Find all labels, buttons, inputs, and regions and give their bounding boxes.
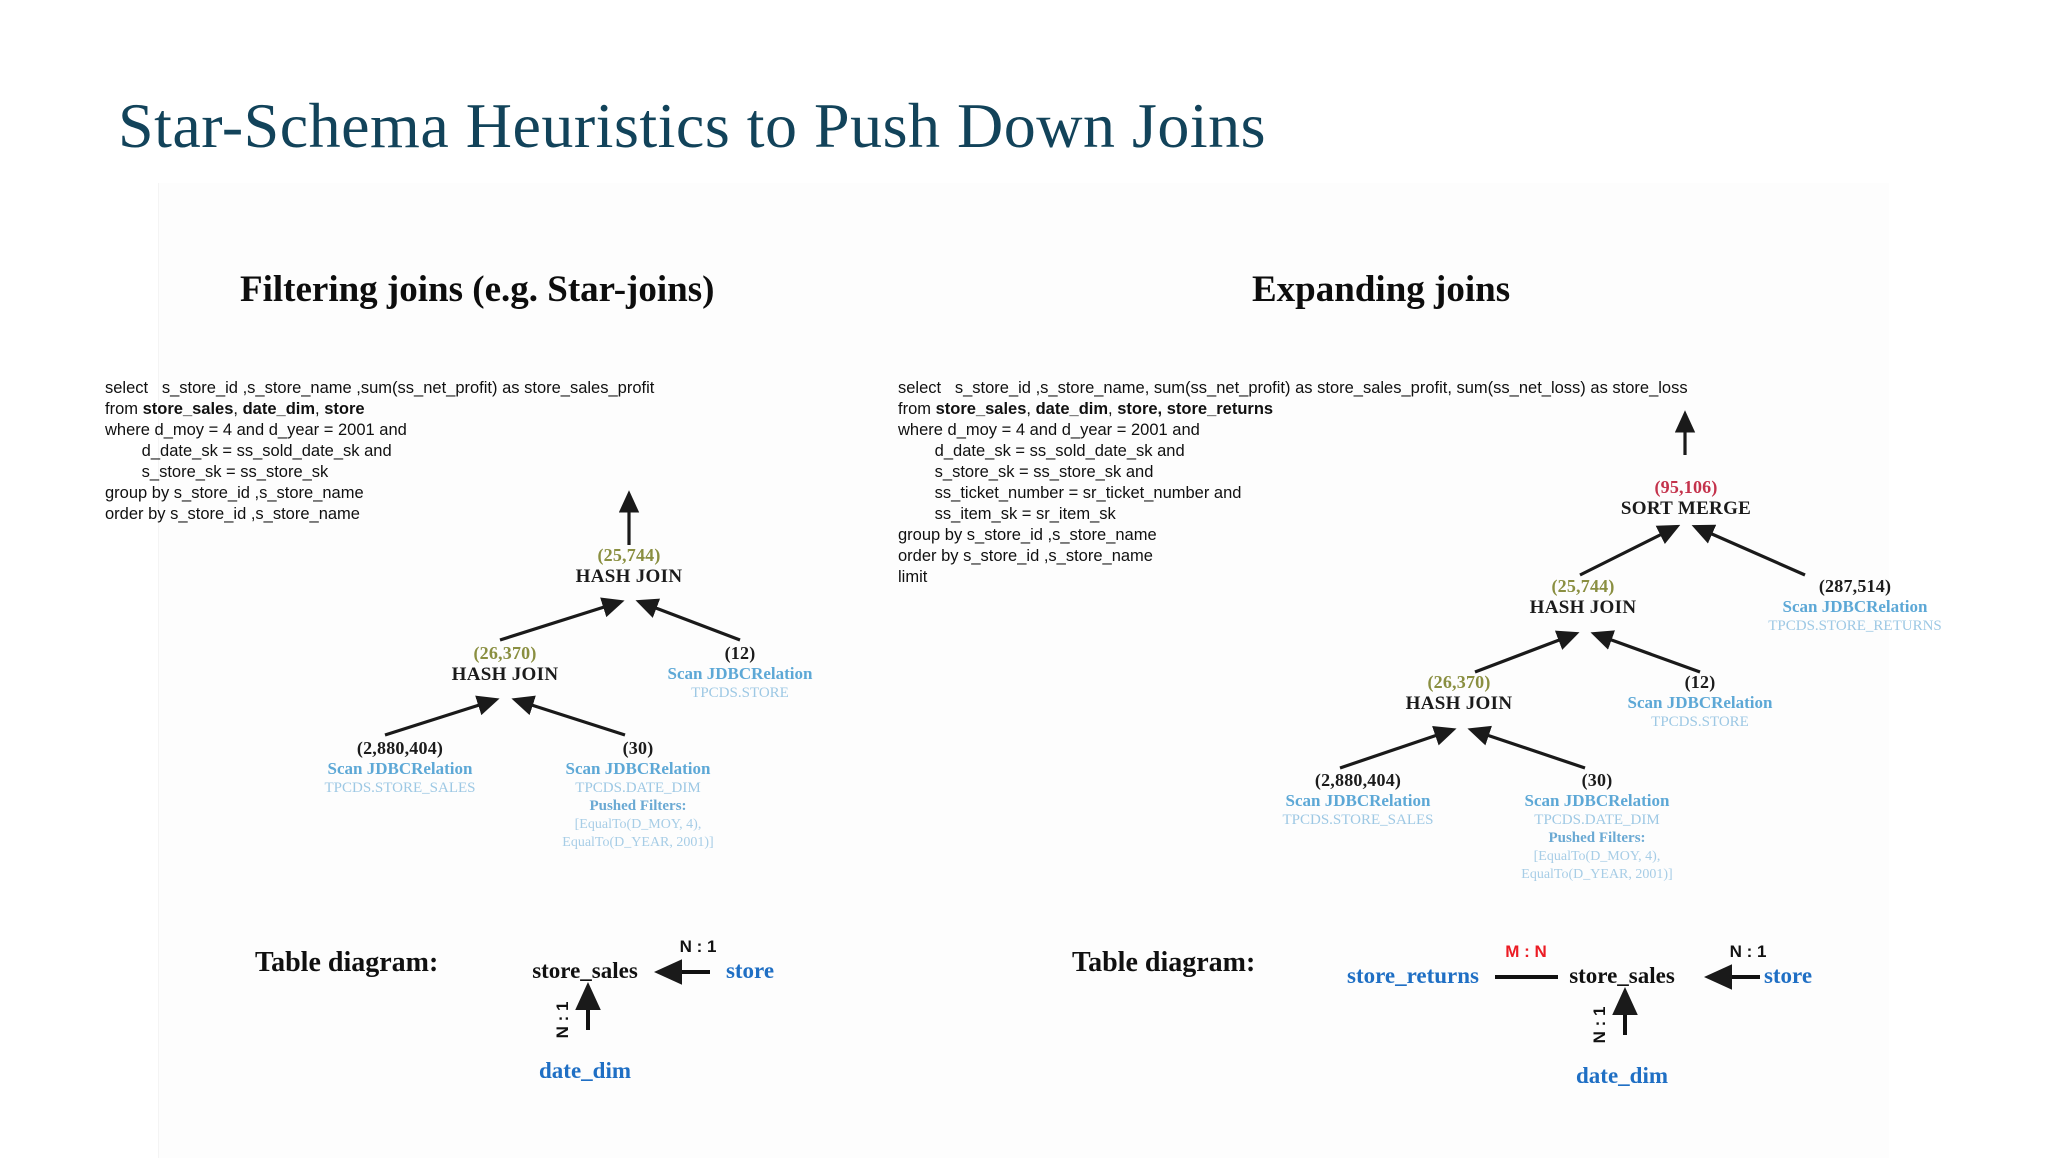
plan-node-count: (30) (1581, 770, 1613, 790)
cardinality-label-store-right: N : 1 (1729, 942, 1767, 961)
plan-node-count: (2,880,404) (356, 738, 444, 758)
plan-node-pushed-filter: EqualTo(D_YEAR, 2001)] (562, 835, 714, 850)
table-node-store-sales-left[interactable]: store_sales (532, 958, 638, 983)
plan-node-count: (287,514) (1818, 576, 1892, 596)
plan-node-operator: HASH JOIN (1405, 693, 1513, 714)
table-diagram-label-right: Table diagram: (1072, 947, 1256, 978)
table-node-store-left[interactable]: store (725, 958, 775, 983)
plan-node-count: (30) (622, 738, 654, 758)
plan-node-relation: TPCDS.STORE (691, 685, 789, 701)
plan-node-pushed-filters-title: Pushed Filters: (1548, 830, 1646, 846)
plan-node-scan-store-returns-right[interactable]: (287,514) Scan JDBCRelation TPCDS.STORE_… (1768, 576, 1942, 635)
plan-node-scan-store-sales-right[interactable]: (2,880,404) Scan JDBCRelation TPCDS.STOR… (1282, 770, 1433, 829)
cardinality-label-date-dim-right: N : 1 (1590, 1006, 1609, 1044)
plan-node-hash-join-top-left[interactable]: (25,744) HASH JOIN (576, 545, 683, 588)
sql-query-right: select s_store_id ,s_store_name, sum(ss_… (898, 379, 1688, 586)
plan-node-relation: TPCDS.STORE_SALES (324, 780, 476, 796)
plan-node-pushed-filters-title: Pushed Filters: (589, 798, 687, 814)
section-heading-expanding-joins: Expanding joins (1252, 269, 1511, 310)
plan-node-relation: TPCDS.DATE_DIM (575, 780, 701, 796)
plan-node-sort-merge-right[interactable]: (95,106) SORT MERGE (1621, 477, 1751, 520)
table-node-store-returns-right[interactable]: store_returns (1346, 963, 1480, 988)
plan-node-scan-label: Scan JDBCRelation (327, 759, 473, 778)
plan-node-relation: TPCDS.STORE_RETURNS (1768, 618, 1942, 634)
plan-node-scan-label: Scan JDBCRelation (667, 664, 813, 683)
plan-node-count: (12) (1684, 672, 1716, 692)
plan-node-relation: TPCDS.STORE_SALES (1282, 812, 1434, 828)
plan-node-hash-join-mid-left[interactable]: (26,370) HASH JOIN (452, 643, 559, 686)
table-diagram-label-left: Table diagram: (255, 947, 439, 978)
plan-node-count: (26,370) (473, 643, 537, 663)
content-panel (158, 183, 1889, 1158)
plan-node-count: (2,880,404) (1314, 770, 1402, 790)
plan-node-scan-store-sales-left[interactable]: (2,880,404) Scan JDBCRelation TPCDS.STOR… (324, 738, 475, 797)
plan-node-scan-label: Scan JDBCRelation (1627, 693, 1773, 712)
plan-node-pushed-filter: [EqualTo(D_MOY, 4), (1533, 849, 1661, 864)
table-node-store-right[interactable]: store (1763, 963, 1813, 988)
plan-node-relation: TPCDS.STORE (1651, 714, 1749, 730)
plan-node-pushed-filter: [EqualTo(D_MOY, 4), (574, 817, 702, 832)
table-node-store-sales-right[interactable]: store_sales (1569, 963, 1675, 988)
table-node-date-dim-right[interactable]: date_dim (1576, 1063, 1668, 1088)
plan-node-scan-label: Scan JDBCRelation (1285, 791, 1431, 810)
plan-node-operator: HASH JOIN (575, 566, 683, 587)
plan-node-hash-join-top-right[interactable]: (25,744) HASH JOIN (1530, 576, 1637, 619)
plan-node-scan-store-right[interactable]: (12) Scan JDBCRelation TPCDS.STORE (1628, 672, 1773, 731)
plan-node-operator: SORT MERGE (1620, 498, 1752, 519)
section-heading-filtering-joins: Filtering joins (e.g. Star-joins) (240, 269, 715, 310)
plan-node-count: (12) (724, 643, 756, 663)
plan-node-scan-store-left[interactable]: (12) Scan JDBCRelation TPCDS.STORE (668, 643, 813, 702)
cardinality-label-date-dim-left: N : 1 (553, 1001, 572, 1039)
plan-node-scan-label: Scan JDBCRelation (1782, 597, 1928, 616)
plan-node-relation: TPCDS.DATE_DIM (1534, 812, 1660, 828)
plan-node-count: (25,744) (1551, 576, 1615, 596)
plan-node-scan-date-dim-left[interactable]: (30) Scan JDBCRelation TPCDS.DATE_DIM Pu… (562, 738, 713, 852)
page-title: Star-Schema Heuristics to Push Down Join… (118, 90, 1267, 161)
sql-query-left: select s_store_id ,s_store_name ,sum(ss_… (105, 379, 655, 523)
plan-node-hash-join-mid-right[interactable]: (26,370) HASH JOIN (1406, 672, 1513, 715)
plan-node-scan-label: Scan JDBCRelation (565, 759, 711, 778)
plan-node-scan-label: Scan JDBCRelation (1524, 791, 1670, 810)
plan-node-count: (26,370) (1427, 672, 1491, 692)
table-node-date-dim-left[interactable]: date_dim (539, 1058, 631, 1083)
plan-node-pushed-filter: EqualTo(D_YEAR, 2001)] (1521, 867, 1673, 882)
plan-node-scan-date-dim-right[interactable]: (30) Scan JDBCRelation TPCDS.DATE_DIM Pu… (1521, 770, 1672, 884)
plan-node-operator: HASH JOIN (1529, 597, 1637, 618)
plan-node-count: (25,744) (597, 545, 661, 565)
plan-node-operator: HASH JOIN (451, 664, 559, 685)
cardinality-label-store-left: N : 1 (679, 937, 717, 956)
cardinality-label-store-returns-right: M : N (1505, 942, 1547, 961)
plan-node-count: (95,106) (1654, 477, 1718, 497)
